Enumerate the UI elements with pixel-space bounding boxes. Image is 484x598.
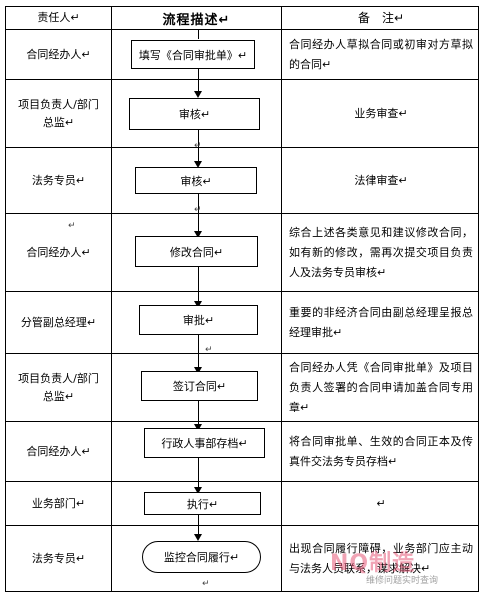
arrow-down-icon: [194, 534, 202, 541]
connector-line: [198, 194, 199, 232]
arrow-down-icon: [194, 91, 202, 98]
row-responsible: 项目负责人/部门总监↵: [18, 98, 99, 129]
flow-table: 责任人↵ 流程描述↵ 备 注↵ 合同经办人↵ 合同经办人草拟合同或初审对方草拟的…: [5, 6, 479, 592]
row-remark: ↵: [376, 497, 386, 510]
table-row: 合同经办人↵ 将合同审批单、生效的合同正本及传真件交法务专员存档↵: [6, 421, 478, 482]
column-divider: [281, 7, 282, 591]
row-remark: 业务审查↵: [354, 107, 408, 120]
connector-line: [198, 69, 199, 92]
row-remark: 重要的非经济合同由副总经理呈报总经理审批↵: [289, 306, 473, 339]
header-responsible: 责任人↵: [37, 11, 80, 24]
step-fill-approval-form: 填写《合同审批单》↵: [131, 40, 255, 69]
table-row: 业务部门↵ ↵: [6, 481, 478, 526]
row-remark: 合同经办人凭《合同审批单》及项目负责人签署的合同申请加盖合同专用章↵: [289, 361, 473, 414]
arrow-down-icon: [194, 424, 202, 431]
connector-line: [198, 401, 199, 425]
column-divider: [111, 7, 112, 591]
arrow-down-icon: [194, 161, 202, 168]
row-remark: 将合同审批单、生效的合同正本及传真件交法务专员存档↵: [289, 435, 473, 468]
row-responsible: 法务专员↵: [31, 174, 86, 187]
table-row: 项目负责人/部门总监↵ 合同经办人凭《合同审批单》及项目负责人签署的合同申请加盖…: [6, 353, 478, 422]
return-mark: ↵: [202, 579, 210, 589]
step-legal-review: 审核↵: [135, 167, 257, 194]
step-approval: 审批↵: [139, 305, 258, 335]
connector-line: [198, 515, 199, 535]
header-remark: 备 注↵: [357, 11, 405, 25]
table-row: 合同经办人↵ 综合上述各类意见和建议修改合同，如有新的修改，需再次提交项目负责人…: [6, 213, 478, 292]
table-row: 法务专员↵ 出现合同履行障碍，业务部门应主动与法务人员联系，谋求解决↵: [6, 525, 478, 594]
step-revise-contract: 修改合同↵: [135, 236, 258, 267]
row-remark: 综合上述各类意见和建议修改合同，如有新的修改，需再次提交项目负责人及法务专员审核…: [289, 226, 473, 279]
step-archive: 行政人事部存档↵: [144, 428, 265, 458]
table-header-row: 责任人↵ 流程描述↵ 备 注↵: [6, 7, 478, 29]
row-remark: 合同经办人草拟合同或初审对方草拟的合同↵: [289, 38, 473, 71]
connector-line: [198, 267, 199, 302]
return-mark: ↵: [68, 221, 76, 231]
row-responsible: 合同经办人↵: [26, 48, 91, 61]
step-sign-contract: 签订合同↵: [141, 371, 258, 401]
table-row: 项目负责人/部门总监↵ 业务审查↵: [6, 79, 478, 148]
row-responsible: 分管副总经理↵: [20, 316, 97, 329]
connector-line: [198, 130, 199, 162]
row-remark: 出现合同履行障碍，业务部门应主动与法务人员联系，谋求解决↵: [289, 542, 473, 575]
return-mark: ↵: [194, 205, 202, 215]
step-monitor-performance: 监控合同履行↵: [142, 541, 261, 573]
table-row: 合同经办人↵ 合同经办人草拟合同或初审对方草拟的合同↵: [6, 29, 478, 80]
row-responsible: 业务部门↵: [31, 497, 86, 510]
connector-line: [198, 458, 199, 488]
return-mark: ↵: [194, 141, 202, 151]
connector-line: [198, 29, 199, 39]
connector-line: [198, 335, 199, 368]
row-responsible: 法务专员↵: [31, 552, 86, 565]
step-business-review: 审核↵: [129, 98, 260, 130]
arrow-down-icon: [194, 231, 202, 238]
arrow-down-icon: [194, 367, 202, 374]
row-responsible: 合同经办人↵: [26, 445, 91, 458]
arrow-down-icon: [194, 487, 202, 494]
header-flow: 流程描述↵: [162, 12, 231, 28]
step-execute: 执行↵: [144, 492, 261, 515]
return-mark: ↵: [205, 345, 213, 355]
table-row: 法务专员↵ 法律审查↵: [6, 147, 478, 214]
row-responsible: 项目负责人/部门总监↵: [18, 372, 99, 403]
table-row: 分管副总经理↵ 重要的非经济合同由副总经理呈报总经理审批↵: [6, 291, 478, 354]
row-responsible: 合同经办人↵: [26, 246, 91, 259]
row-remark: 法律审查↵: [354, 174, 408, 187]
arrow-down-icon: [194, 301, 202, 308]
